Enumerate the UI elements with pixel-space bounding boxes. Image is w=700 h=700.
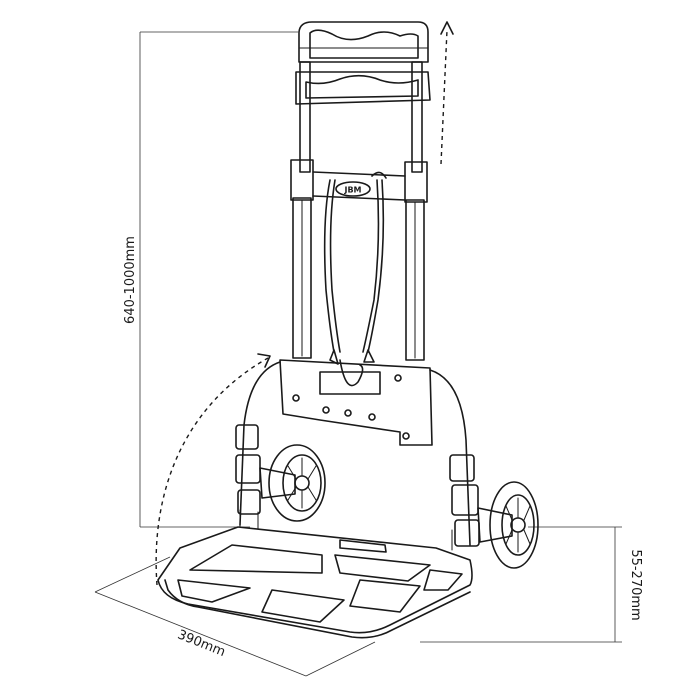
width-dimension: 390mm	[94, 556, 376, 677]
brand-logo: JBM	[335, 181, 371, 197]
hinge-left	[235, 424, 261, 515]
brand-logo-text: JBM	[343, 186, 361, 195]
fold-arrow-icon	[155, 353, 271, 586]
plate-height-dimension-label: 55-270mm	[628, 549, 643, 620]
left-wheel	[259, 444, 326, 522]
hinge-right	[449, 454, 480, 547]
height-dimension-label: 640-1000mm	[123, 236, 138, 324]
right-wheel	[477, 481, 539, 569]
foot-plate	[157, 509, 473, 639]
lower-frame	[239, 359, 471, 546]
second-handle	[295, 71, 431, 105]
plate-height-dimension: 55-270mm	[420, 526, 643, 643]
telescopic-uprights	[290, 61, 428, 361]
extend-arrow-icon	[440, 21, 454, 165]
bungee-cords	[323, 171, 387, 387]
height-dimension: 640-1000mm	[123, 31, 298, 528]
width-dimension-label: 390mm	[175, 627, 227, 660]
top-handle	[298, 21, 429, 63]
